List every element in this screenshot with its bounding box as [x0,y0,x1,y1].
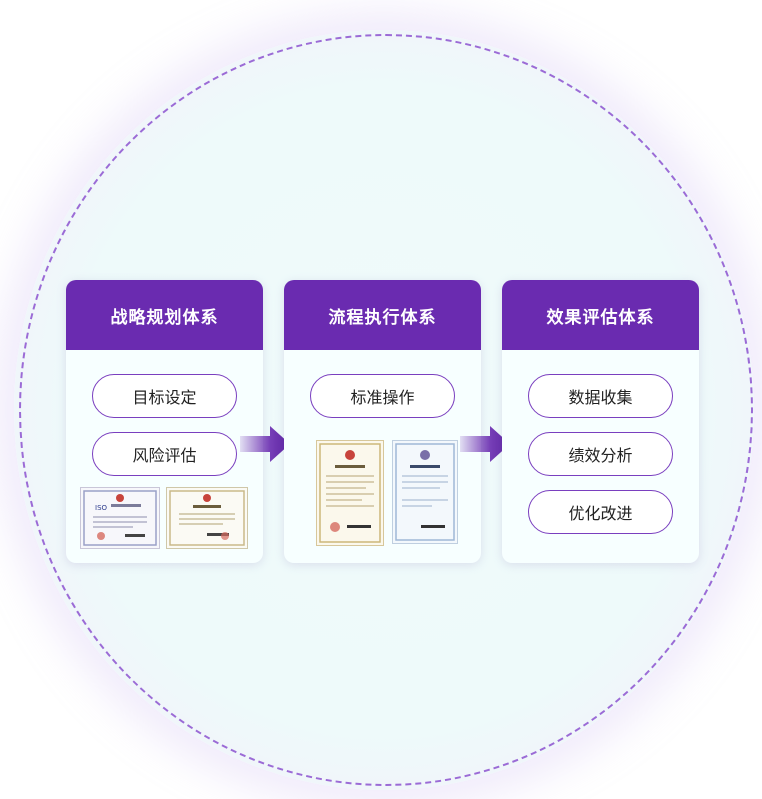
certificate-image [392,440,458,544]
item-performance-analysis[interactable]: 绩效分析 [528,432,673,476]
item-data-collection[interactable]: 数据收集 [528,374,673,418]
cert-iso-text: ISO [95,504,108,512]
dashed-circle-outline [19,34,753,786]
item-standard-operation[interactable]: 标准操作 [310,374,455,418]
arrow-right-icon [240,426,290,462]
card-strategy-planning: 战略规划体系 目标设定 风险评估 ISO [66,280,263,563]
certificate-image: ISO [80,487,160,549]
certificate-image [166,487,248,549]
item-optimization[interactable]: 优化改进 [528,490,673,534]
card-title: 战略规划体系 [66,280,263,350]
item-risk-assessment[interactable]: 风险评估 [92,432,237,476]
card-effect-evaluation: 效果评估体系 数据收集 绩效分析 优化改进 [502,280,699,563]
item-goal-setting[interactable]: 目标设定 [92,374,237,418]
certificate-image [316,440,384,546]
card-process-execution: 流程执行体系 标准操作 [284,280,481,563]
card-title: 流程执行体系 [284,280,481,350]
arrow-right-icon [460,426,510,462]
card-title: 效果评估体系 [502,280,699,350]
